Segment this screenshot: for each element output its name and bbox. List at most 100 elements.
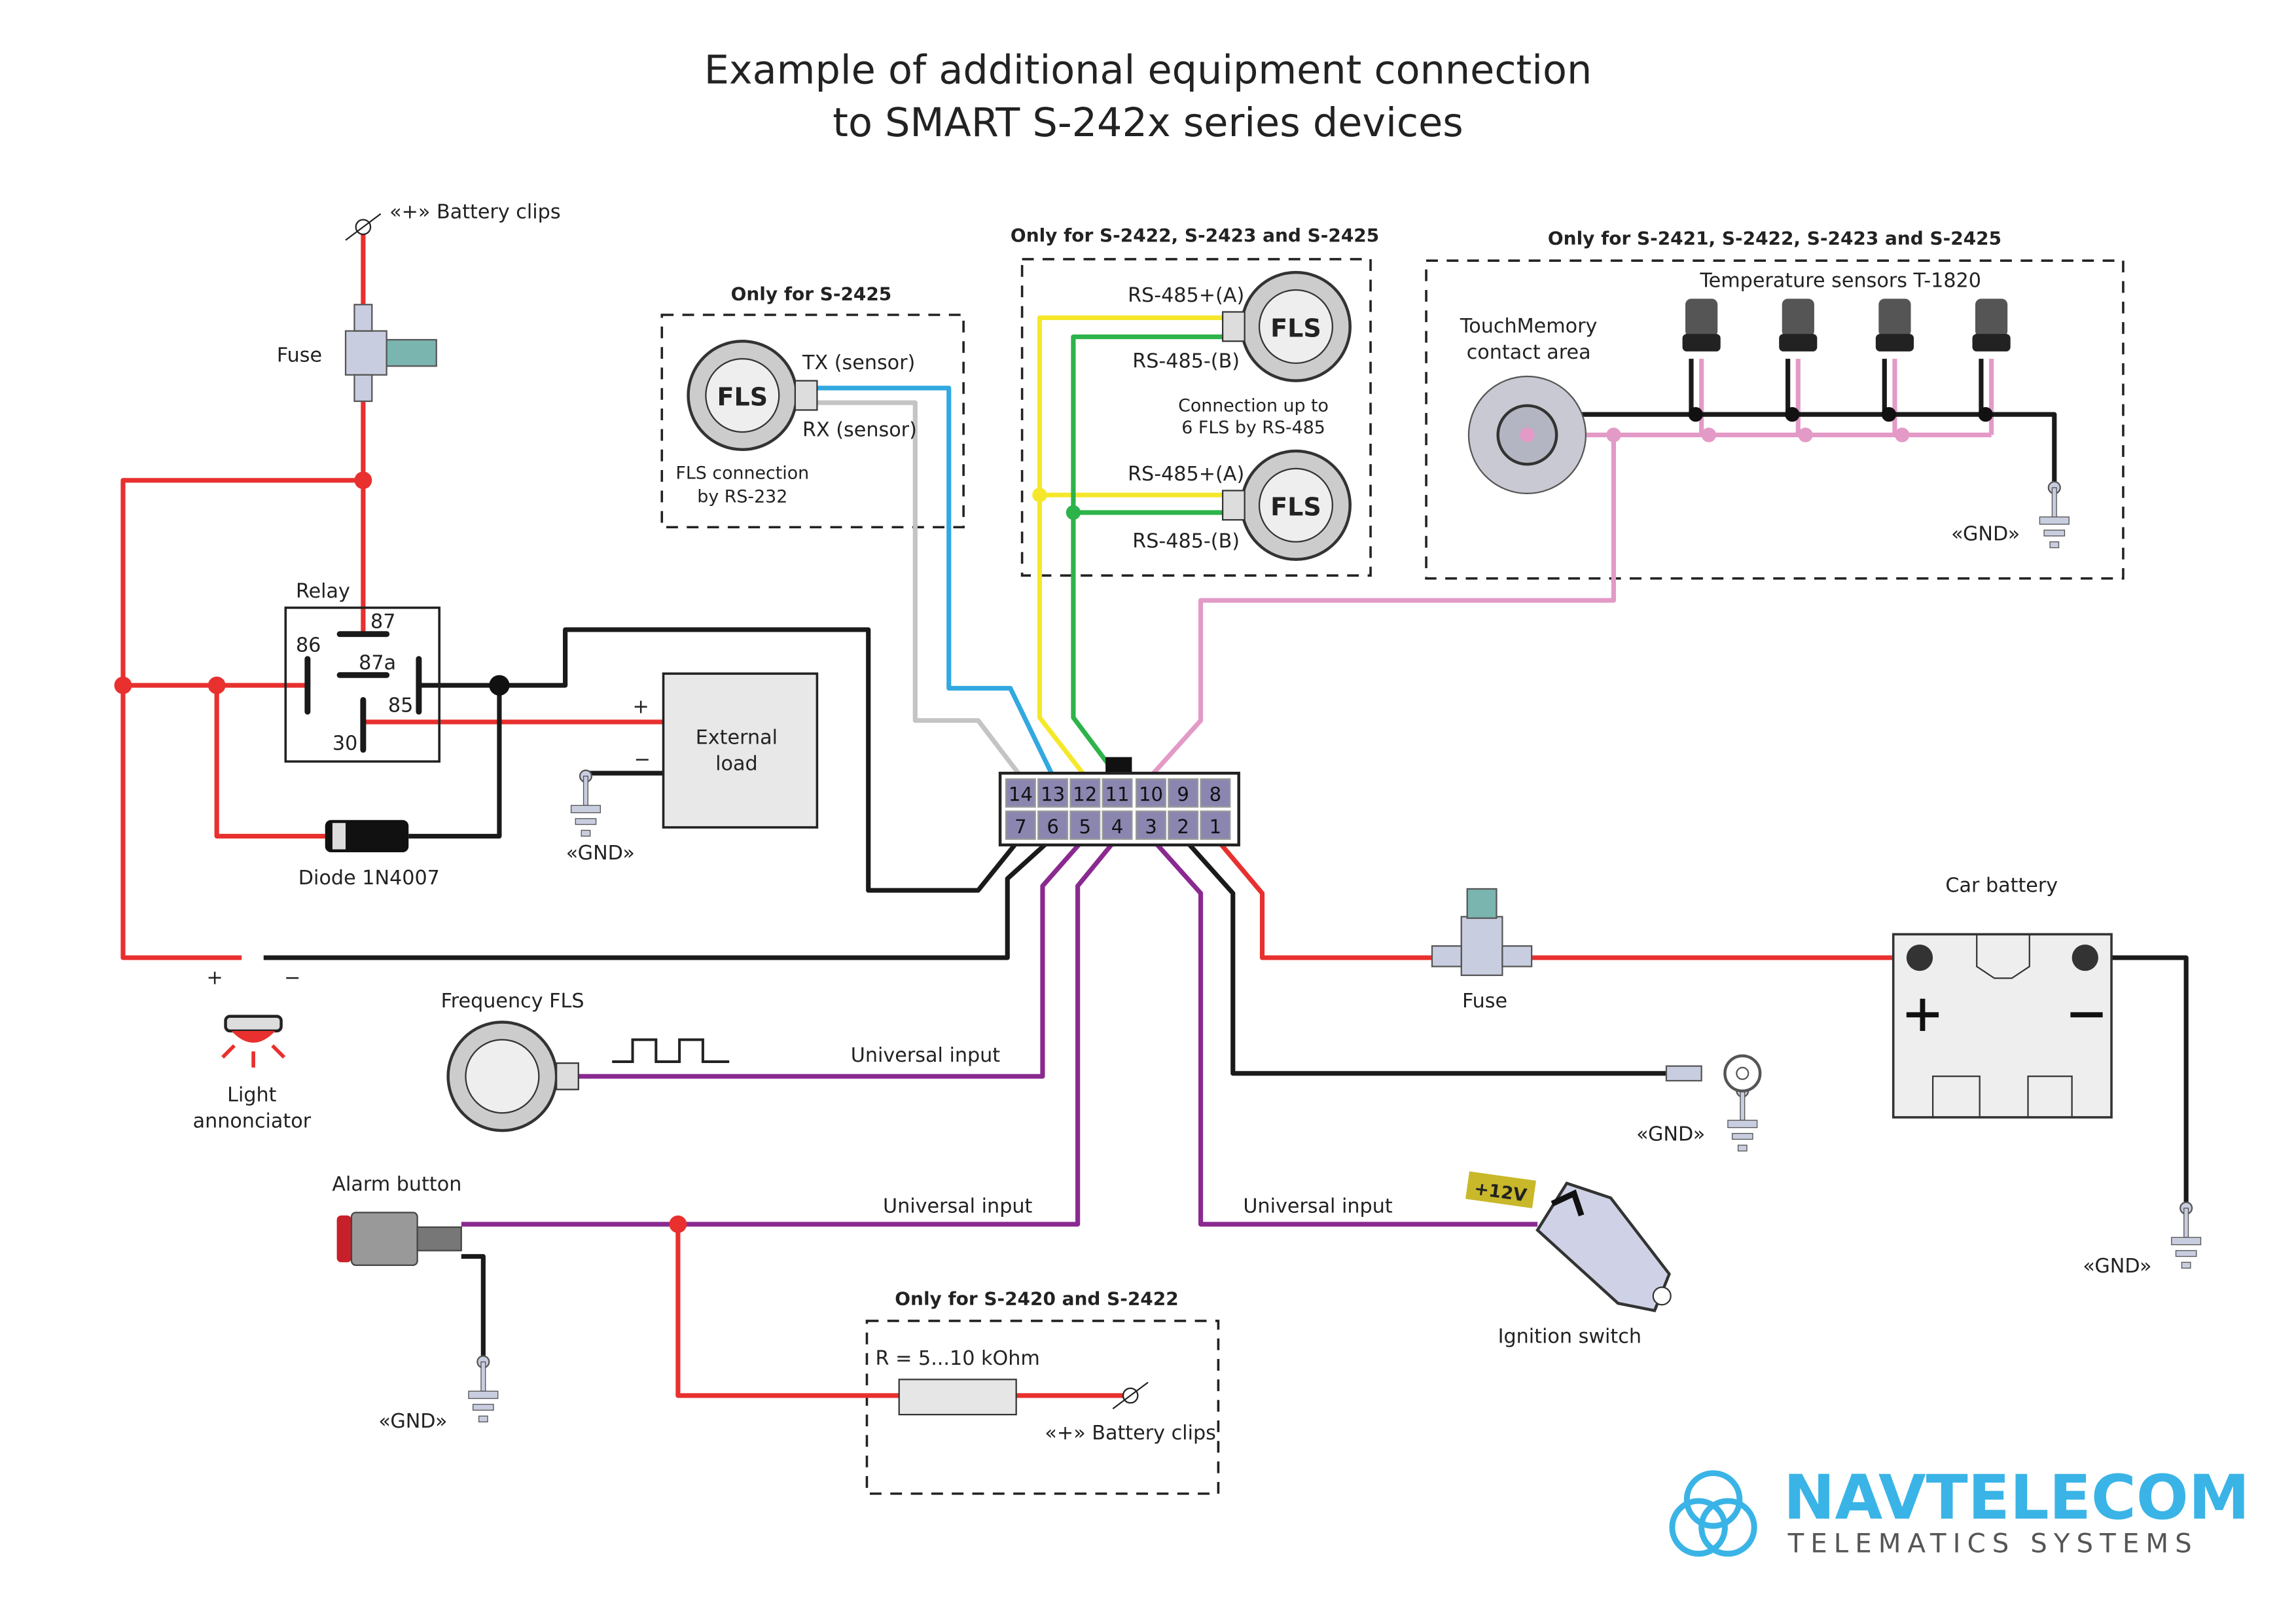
- connector-pin-label: 4: [1111, 816, 1124, 838]
- title-line-1: Example of additional equipment connecti…: [704, 48, 1592, 94]
- alarm-button-label: Alarm button: [332, 1173, 461, 1196]
- rs485-b-label-2: RS-485-(B): [1132, 530, 1240, 553]
- rs485-note-1: Connection up to: [1178, 396, 1329, 416]
- relay-pin-86: 86: [296, 634, 321, 657]
- connector-pin-label: 3: [1145, 816, 1157, 838]
- connector-pin: [1200, 778, 1231, 808]
- fls-label: FLS: [1270, 314, 1321, 343]
- connector-pin: [1102, 810, 1133, 840]
- resistor-box-title: Only for S-2420 and S-2422: [895, 1288, 1178, 1309]
- diode-icon: [325, 820, 409, 853]
- ignition-switch-label: Ignition switch: [1498, 1325, 1641, 1348]
- external-load: [662, 672, 819, 829]
- connector-pin: [1069, 778, 1101, 808]
- fuse-top-label: Fuse: [277, 344, 322, 367]
- connector-pin-label: 2: [1177, 816, 1189, 838]
- gnd-label-battery: «GND»: [2083, 1255, 2151, 1278]
- gnd-label-alarm: «GND»: [378, 1410, 447, 1433]
- light-minus: −: [284, 966, 300, 989]
- rs232-box-title: Only for S-2425: [731, 283, 892, 305]
- connector-pin: [1135, 778, 1166, 808]
- temperature-box: [1425, 259, 2125, 580]
- rs485-note-2: 6 FLS by RS-485: [1181, 418, 1325, 438]
- connector-pin: [1005, 778, 1036, 808]
- light-label-2: annonciator: [193, 1110, 312, 1133]
- touchmemory-icon: [1467, 375, 1587, 495]
- connector-pin-label: 5: [1079, 816, 1092, 838]
- relay-pin-30: 30: [332, 732, 357, 755]
- frequency-fls-label: Frequency FLS: [441, 990, 584, 1013]
- resistor-label: R = 5...10 kOhm: [876, 1347, 1040, 1370]
- relay: [284, 606, 441, 763]
- connector-pin: [1200, 810, 1231, 840]
- rx-label: RX (sensor): [802, 419, 917, 442]
- rs485-box: [1020, 258, 1372, 577]
- pulse-signal-icon: [612, 1038, 730, 1063]
- rs232-box: [660, 314, 965, 529]
- ignition-switch-icon: [1465, 1171, 1672, 1312]
- connector-pin-label: 1: [1210, 816, 1222, 838]
- alarm-button-icon: [336, 1212, 462, 1267]
- connector-pin: [1168, 810, 1199, 840]
- relay-pin-85: 85: [388, 694, 413, 717]
- logo-tagline: TELEMATICS SYSTEMS: [1787, 1528, 2198, 1559]
- fuse-icon: [1431, 888, 1533, 977]
- rs485-a-label-1: RS-485+(A): [1128, 284, 1244, 307]
- fls-label: FLS: [717, 383, 768, 412]
- fls-label: FLS: [1270, 492, 1321, 521]
- ground-ring-icon: [1665, 1054, 1762, 1092]
- battery-clips-top-label: «+» Battery clips: [389, 200, 560, 223]
- light-plus: +: [207, 966, 223, 989]
- rs485-a-label-2: RS-485+(A): [1128, 463, 1244, 486]
- connector-pin: [1005, 810, 1036, 840]
- gnd-label-load: «GND»: [566, 842, 635, 865]
- load-minus: −: [634, 748, 651, 771]
- resistor-box: [865, 1320, 1220, 1495]
- universal-input-label-2: Universal input: [883, 1195, 1032, 1218]
- ground-icon: [467, 1355, 499, 1423]
- ground-icon: [2039, 480, 2070, 549]
- universal-input-label-3: Universal input: [1243, 1195, 1392, 1218]
- light-annunciator-icon: [221, 1015, 286, 1068]
- diode-label: Diode 1N4007: [298, 867, 440, 890]
- connector-pin-label: 9: [1177, 784, 1189, 806]
- battery-clip-icon: [1112, 1381, 1149, 1410]
- connector-pin-label: 8: [1210, 784, 1222, 806]
- external-load-label-1: External: [696, 726, 778, 749]
- ground-icon: [570, 769, 601, 837]
- car-battery-label: Car battery: [1945, 874, 2058, 897]
- ground-icon: [2170, 1201, 2202, 1269]
- gnd-label-temp: «GND»: [1951, 523, 2020, 546]
- connector-pin: [1069, 810, 1101, 840]
- fls-sensor-icon: [1221, 449, 1352, 561]
- battery-clips-bottom-label: «+» Battery clips: [1045, 1422, 1215, 1445]
- external-load-label-2: load: [715, 753, 758, 776]
- connector-pin-label: 14: [1009, 784, 1033, 806]
- rs232-note-1: FLS connection: [675, 463, 809, 484]
- connector-pin: [1037, 778, 1069, 808]
- light-label-1: Light: [227, 1083, 276, 1106]
- touchmemory-label-2: contact area: [1467, 341, 1591, 364]
- battery-clip-icon: [345, 213, 382, 241]
- navtelecom-logo: NAVTELECOM TELEMATICS SYSTEMS: [1669, 1462, 2250, 1559]
- relay-pin-87a: 87a: [359, 651, 396, 674]
- connector-pin-label: 7: [1014, 816, 1027, 838]
- logo-name: NAVTELECOM: [1784, 1462, 2250, 1534]
- wires: [120, 234, 2189, 1398]
- connector-pin: [1102, 778, 1133, 808]
- relay-label: Relay: [296, 580, 350, 603]
- gnd-label-chassis: «GND»: [1636, 1123, 1705, 1146]
- frequency-fls-icon: [446, 1020, 579, 1132]
- connector-pin: [1135, 810, 1166, 840]
- temp-sensors-label: Temperature sensors T-1820: [1699, 269, 1981, 292]
- connector-pin-label: 12: [1073, 784, 1097, 806]
- temp-box-title: Only for S-2421, S-2422, S-2423 and S-24…: [1548, 228, 2001, 249]
- connector-pin-label: 10: [1139, 784, 1163, 806]
- rs232-note-2: by RS-232: [697, 486, 787, 507]
- car-battery-icon: [1892, 933, 2113, 1119]
- touchmemory-label-1: TouchMemory: [1460, 315, 1597, 338]
- title-line-2: to SMART S-242x series devices: [833, 100, 1463, 146]
- fls-sensor-icon: [1221, 270, 1352, 382]
